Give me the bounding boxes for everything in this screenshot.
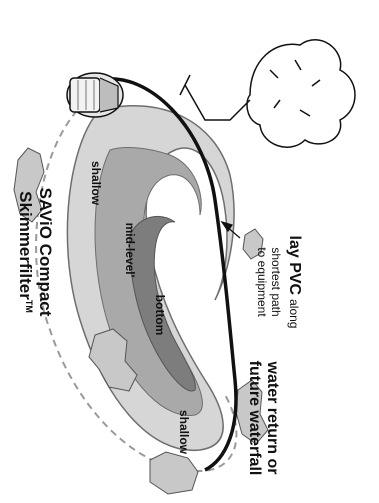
tree-icon: [180, 40, 355, 147]
pvc-label-bold: lay PVC: [286, 236, 303, 296]
product-name-line2: SkimmerfilterTM: [16, 191, 35, 313]
zone-label-bottom: bottom: [153, 295, 167, 336]
pvc-label-line2: shortest path: [269, 247, 283, 316]
return-label-line1: water return or: [264, 361, 281, 475]
product-name-text: Skimmerfilter: [16, 191, 35, 300]
trademark-mark: TM: [24, 300, 34, 313]
zone-label-shallow-bottom: shallow: [177, 410, 191, 455]
pvc-label-line1: lay PVC along: [286, 236, 303, 329]
zone-label-mid-level: mid-level': [123, 223, 137, 278]
skimmer-icon: [67, 73, 123, 117]
pvc-label-line3: to equipment: [255, 247, 269, 317]
return-label-line2: future waterfall: [246, 361, 263, 476]
product-name-line1: SAViO Compact: [36, 188, 55, 317]
zone-label-shallow-top: shallow: [89, 161, 103, 206]
pvc-label-along: along: [287, 299, 301, 328]
